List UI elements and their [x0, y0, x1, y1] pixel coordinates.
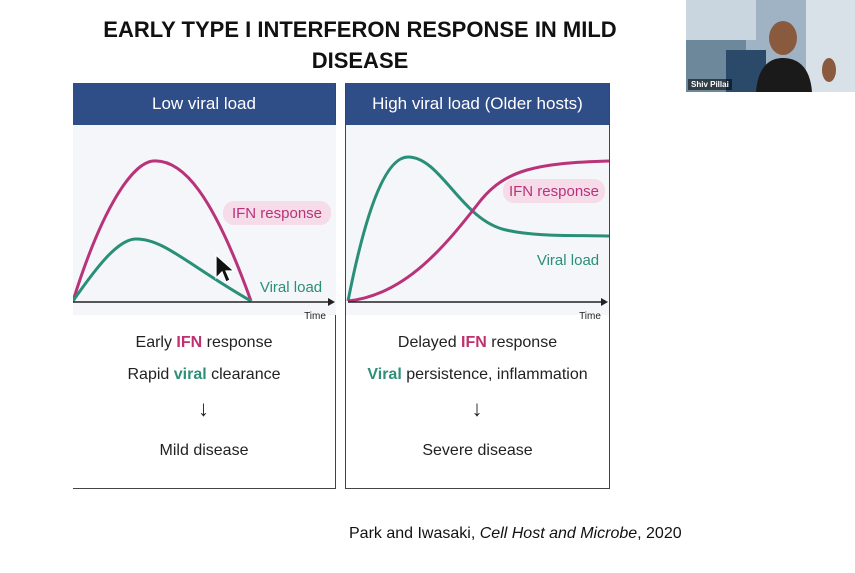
summary-line-1: Early IFN response: [135, 334, 273, 351]
participant-video-feed: [686, 0, 855, 92]
summary-line-1: Delayed IFN response: [397, 334, 558, 351]
panel-high-viral-load: High viral load (Older hosts) IFN respon…: [345, 83, 610, 489]
viral-load-label: Viral load: [260, 279, 322, 296]
time-label: Time: [579, 311, 601, 322]
down-arrow-icon: ↓: [471, 396, 483, 421]
axis-arrow-icon: [601, 298, 608, 306]
panel-header: High viral load (Older hosts): [346, 83, 609, 125]
panel-low-viral-load: Low viral load IFN response Viral load T…: [73, 83, 336, 489]
ifn-response-curve: [347, 159, 609, 303]
high-viral-load-plot: IFN response Viral load Time: [346, 125, 609, 322]
panel-header: Low viral load: [73, 83, 335, 125]
viral-load-curve: [73, 237, 252, 303]
axis-arrow-icon: [328, 298, 335, 306]
ifn-response-label: IFN response: [509, 183, 599, 200]
plot-background: [346, 125, 609, 315]
participant-video-tile[interactable]: Shiv Pillai: [686, 0, 855, 92]
participant-name: Shiv Pillai: [688, 79, 732, 90]
summary-line-2: Viral persistence, inflammation: [367, 366, 588, 383]
viral-load-curve: [346, 155, 609, 302]
slide-title: EARLY TYPE I INTERFERON RESPONSE IN MILD…: [103, 17, 617, 73]
ifn-response-curve: [73, 159, 253, 302]
time-label: Time: [304, 311, 326, 322]
ifn-response-label: IFN response: [232, 205, 322, 222]
viral-load-label: Viral load: [537, 252, 599, 269]
down-arrow-icon: ↓: [198, 396, 209, 421]
ifn-label-pill: [503, 179, 605, 203]
mouse-cursor-icon: [215, 254, 235, 283]
summary-line-2: Rapid viral clearance: [127, 366, 281, 383]
outcome-label: Severe disease: [422, 442, 533, 459]
ifn-label-pill: [223, 201, 331, 225]
citation: Park and Iwasaki, Cell Host and Microbe,…: [349, 525, 682, 542]
outcome-label: Mild disease: [159, 442, 249, 459]
low-viral-load-plot: IFN response Viral load Time: [73, 125, 336, 322]
